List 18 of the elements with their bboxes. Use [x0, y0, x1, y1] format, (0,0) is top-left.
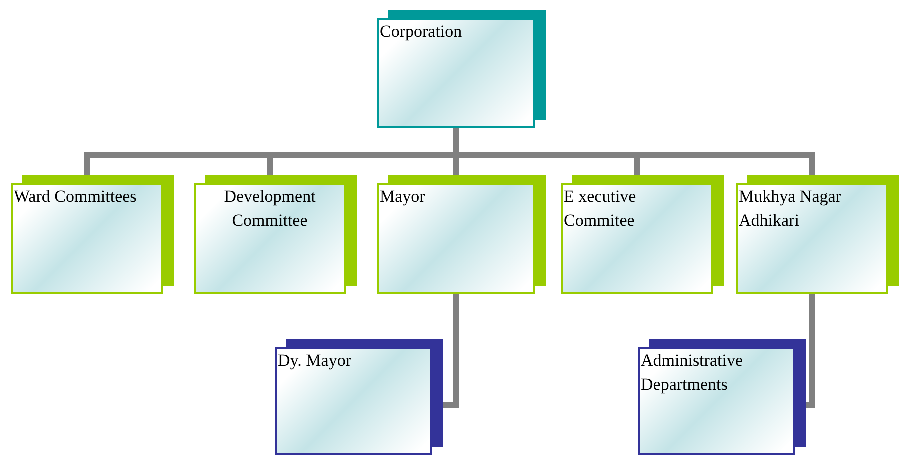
box-label: Development Committee — [223, 186, 317, 232]
org-box — [561, 175, 724, 294]
org-box — [377, 175, 546, 294]
org-box — [11, 175, 174, 294]
box-label: Administrative Departments — [640, 350, 744, 396]
org-box — [275, 339, 443, 455]
box-label: Dy. Mayor — [277, 350, 352, 372]
org-box — [736, 175, 899, 294]
org-box — [194, 175, 357, 294]
box-label: Mayor — [379, 186, 426, 208]
box-label: E xecutive Commitee — [563, 186, 638, 232]
connector-line — [806, 294, 815, 408]
connector-line — [443, 294, 459, 408]
box-label: Ward Committees — [13, 186, 138, 208]
box-label: Mukhya Nagar Adhikari — [738, 186, 842, 232]
org-box — [377, 10, 546, 128]
box-label: Corporation — [379, 21, 464, 43]
org-box — [638, 339, 806, 455]
